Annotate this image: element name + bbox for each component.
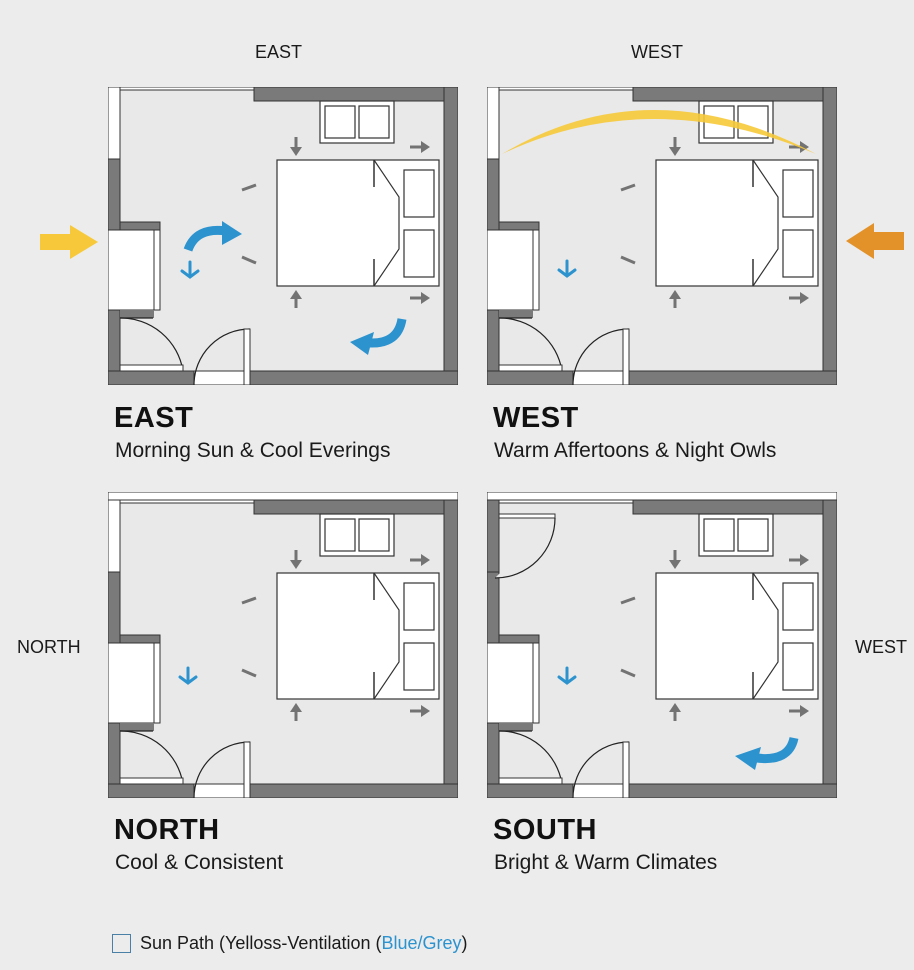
sun-path-arc-icon [502, 110, 816, 154]
panel-subtitle-north: Cool & Consistent [115, 851, 284, 874]
sun-arrow-east-icon [40, 225, 98, 259]
panel-title-north: NORTH [114, 814, 220, 846]
sun-arrow-west-icon [846, 223, 904, 259]
legend: Sun Path (Yelloss-Ventilation (Blue/Grey… [112, 933, 468, 954]
panel-title-west: WEST [493, 402, 579, 434]
compass-label-top-right: WEST [631, 42, 683, 62]
airflow-curved-arrow-icon [350, 318, 407, 355]
compass-label-left: NORTH [17, 637, 81, 657]
panel-subtitle-west: Warm Affertoons & Night Owls [494, 439, 777, 462]
compass-label-top-left: EAST [255, 42, 303, 62]
legend-text-prefix: Sun Path (Yelloss-Ventilation ( [140, 933, 382, 953]
panel-title-east: EAST [114, 402, 194, 434]
floor-plan-north [108, 492, 458, 798]
legend-text-suffix: ) [461, 933, 468, 953]
floor-plan-south [487, 492, 837, 798]
panel-subtitle-south: Bright & Warm Climates [494, 851, 718, 874]
airflow-curved-arrow-icon [735, 736, 799, 770]
floor-plan-east [108, 87, 458, 385]
panel-subtitle-east: Morning Sun & Cool Everings [115, 439, 391, 462]
compass-label-right: WEST [855, 637, 907, 657]
panel-title-south: SOUTH [493, 814, 597, 846]
legend-text-highlight: Blue/Grey [381, 933, 462, 953]
legend-checkbox[interactable] [112, 934, 131, 953]
airflow-curved-arrow-icon [183, 221, 242, 252]
